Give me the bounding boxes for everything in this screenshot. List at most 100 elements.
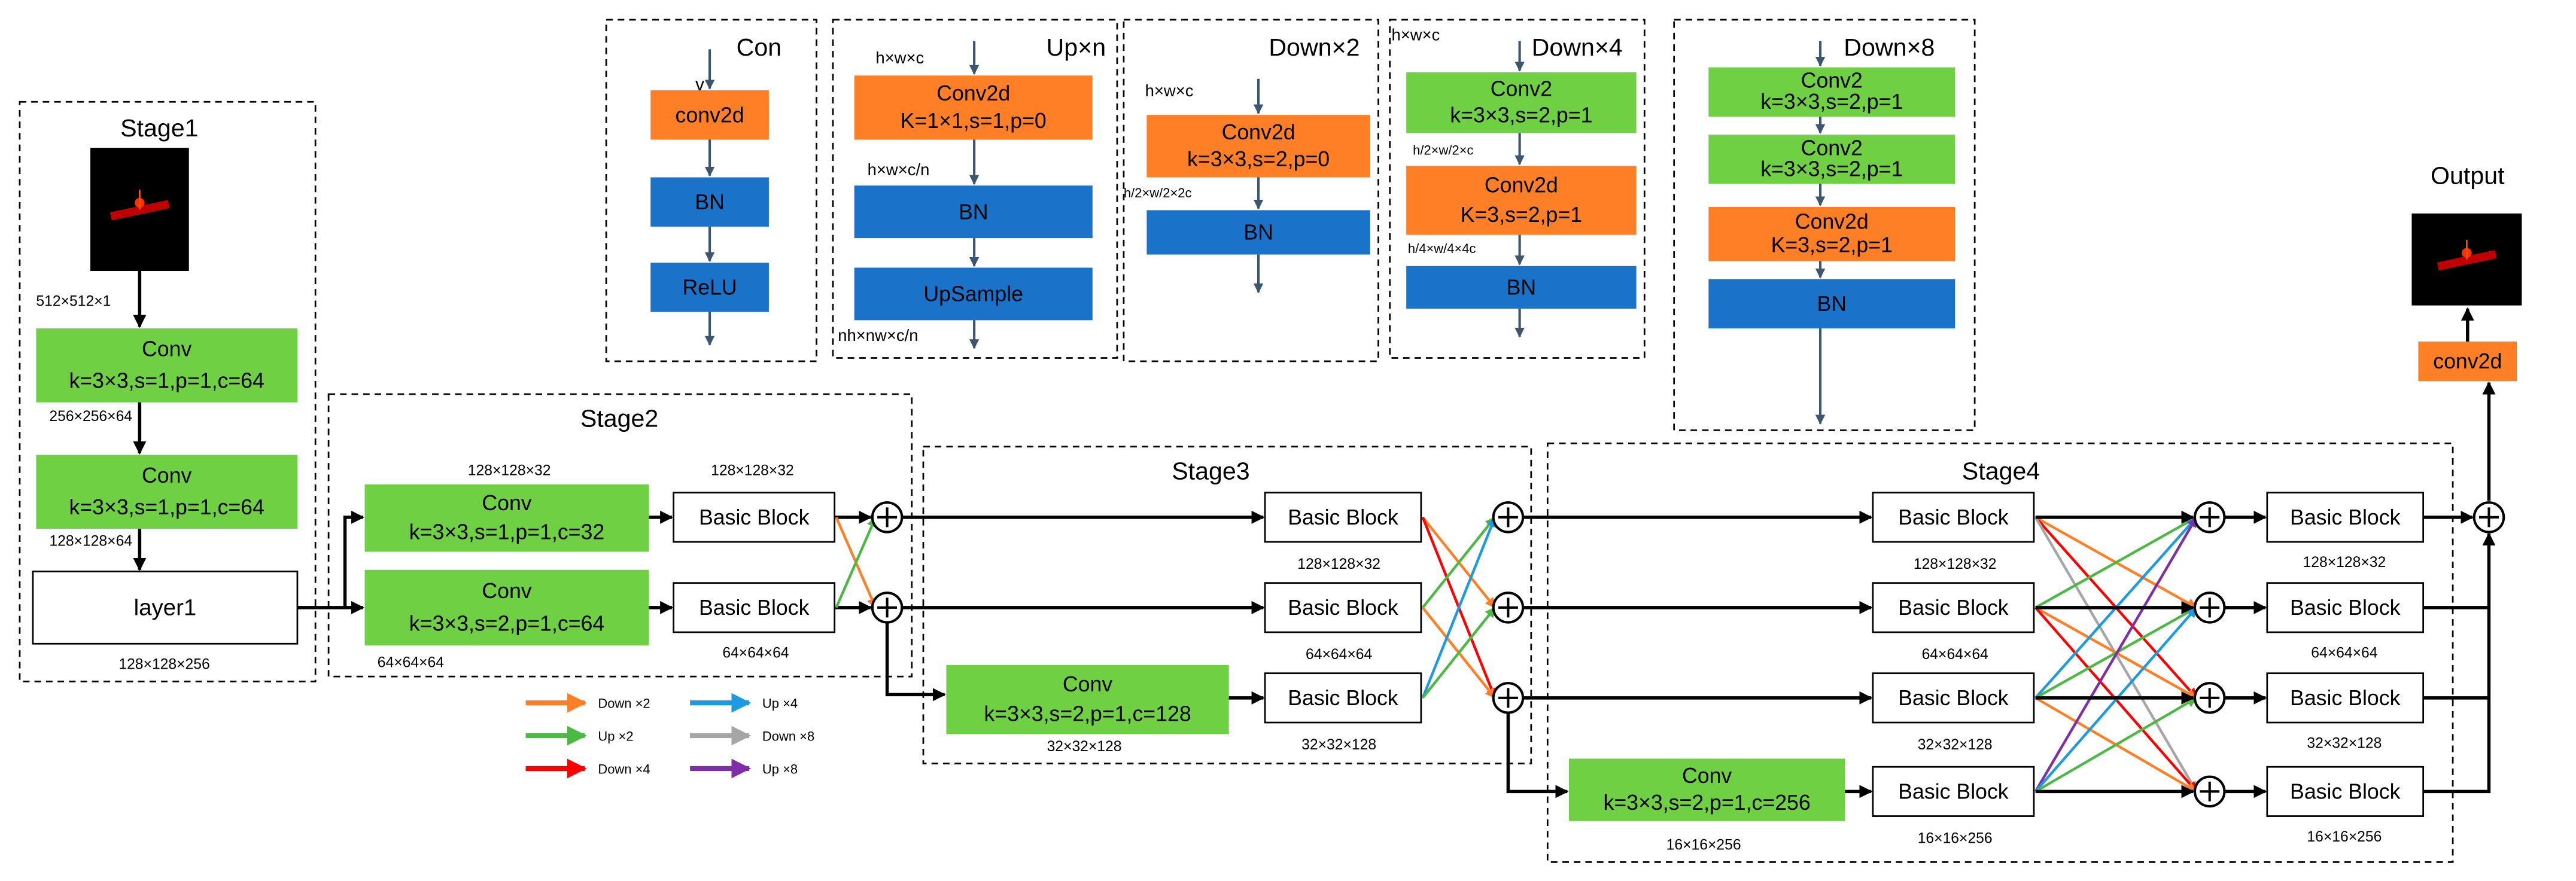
legend-label: Up ×8 xyxy=(762,761,798,776)
stage3-conv-size: 32×32×128 xyxy=(1047,739,1122,755)
stage4-left-size-3: 32×32×128 xyxy=(1918,737,1993,753)
stage2-conv-a-label: Conv xyxy=(482,491,531,515)
stage4-conv-size: 16×16×256 xyxy=(1666,837,1741,853)
down8-conv2-a-shape xyxy=(1708,67,1955,117)
plus-icon xyxy=(2479,507,2499,528)
output-image xyxy=(2411,213,2522,306)
down2-bn-label: BN xyxy=(1243,221,1273,245)
stage3-box xyxy=(922,446,1532,765)
stage3-basic-block-3-label: Basic Block xyxy=(1288,686,1398,710)
legend-label: Down ×4 xyxy=(598,761,650,776)
stage2-basic-block-1: Basic Block xyxy=(673,492,836,543)
stage1-conv2-shape xyxy=(36,455,297,529)
stage4-right-block-4: Basic Block xyxy=(2266,766,2425,817)
down2-mid-size: h/2×w/2×2c xyxy=(1124,185,1192,200)
plus-icon xyxy=(2200,598,2220,618)
upn-conv2d-shape xyxy=(854,75,1093,140)
con-conv2d-label: conv2d xyxy=(676,103,744,127)
legend-label: Down ×2 xyxy=(598,696,650,711)
stage2-block-a-size: 128×128×32 xyxy=(711,463,794,479)
plus-icon xyxy=(2200,781,2220,801)
stage3-basic-block-1: Basic Block xyxy=(1264,492,1422,543)
output-conv2d: conv2d xyxy=(2418,342,2517,381)
upn-mid-size: h×w×c/n xyxy=(868,160,930,179)
stage1-conv2-params: k=3×3,s=1,p=1,c=64 xyxy=(69,495,264,519)
stage4-left-block-2-label: Basic Block xyxy=(1898,596,2009,620)
down4-conv2d-shape xyxy=(1406,166,1637,235)
plus-icon xyxy=(877,598,898,618)
upn-conv2d-label: Conv2d xyxy=(936,81,1010,105)
stage2-sum-2 xyxy=(871,592,904,624)
down4-bn: BN xyxy=(1406,266,1637,309)
stage2-basic-block-2: Basic Block xyxy=(673,582,836,633)
layer1-block: layer1 xyxy=(32,571,299,645)
stage2-basic-block-1-label: Basic Block xyxy=(699,505,810,529)
stage4-sum-1 xyxy=(2193,501,2226,534)
down8-conv2-b-params: k=3×3,s=2,p=1 xyxy=(1760,157,1903,181)
stage4-sum-3 xyxy=(2193,682,2226,714)
legend-item: Up ×8 xyxy=(690,758,798,779)
layer1-block-label: layer1 xyxy=(134,595,197,621)
con-bn-label: BN xyxy=(695,190,725,214)
upn-input-size: h×w×c xyxy=(875,48,924,67)
satellite-panels xyxy=(110,200,170,221)
stage3-title: Stage3 xyxy=(1172,458,1250,485)
stage2-sum-1 xyxy=(871,501,904,534)
legend-label: Up ×4 xyxy=(762,696,798,711)
down4-conv2d-params: K=3,s=2,p=1 xyxy=(1461,203,1582,227)
down8-bn-shape xyxy=(1708,279,1955,329)
stage1-conv2-label: Conv xyxy=(142,464,191,487)
stage1-conv1-label: Conv xyxy=(142,337,191,361)
down2-module-box xyxy=(1123,19,1379,362)
con-conv2d-shape xyxy=(650,90,769,140)
plus-icon xyxy=(877,507,898,528)
stage4-left-block-3-shape xyxy=(1872,672,2035,724)
stage3-basic-block-3-shape xyxy=(1264,672,1422,724)
stage4-left-block-1: Basic Block xyxy=(1872,492,2035,543)
down4-conv2-shape xyxy=(1406,72,1637,133)
stage4-right-size-2: 64×64×64 xyxy=(2311,645,2377,661)
arrow xyxy=(343,510,364,608)
stage1-layer-size: 128×128×256 xyxy=(118,656,209,672)
stage2-basic-block-1-shape xyxy=(673,492,836,543)
down8-conv2-a-label: Conv2 xyxy=(1801,69,1863,93)
con-conv2d: conv2d xyxy=(650,90,769,140)
stage3-basic-block-1-shape xyxy=(1264,492,1422,543)
stage3-fusion-arrow xyxy=(1421,606,1497,699)
stage2-title: Stage2 xyxy=(580,405,659,432)
down8-bn-label: BN xyxy=(1817,292,1847,316)
upn-bn-shape xyxy=(854,185,1093,239)
stage1-input-size: 512×512×1 xyxy=(36,294,111,310)
stage2-conv-b-shape xyxy=(364,569,649,646)
con-bn-shape xyxy=(650,177,769,227)
plus-icon xyxy=(2200,507,2220,528)
stage3-sum-3 xyxy=(1492,682,1525,714)
down2-bn-shape xyxy=(1146,210,1370,255)
stage1-size1: 256×256×64 xyxy=(49,409,132,425)
stage3-block-size-3: 32×32×128 xyxy=(1301,737,1376,753)
upn-upsample-label: UpSample xyxy=(923,282,1023,306)
plus-icon xyxy=(1498,598,1518,618)
upn-upsample: UpSample xyxy=(854,267,1093,321)
plus-icon xyxy=(2200,688,2220,708)
down4-conv2-label: Conv2 xyxy=(1491,77,1552,101)
down4-mid1-size: h/2×w/2×c xyxy=(1413,142,1473,157)
legend-label: Up ×2 xyxy=(598,729,633,744)
output-conv2d-shape xyxy=(2418,342,2517,381)
stage4-left-block-2: Basic Block xyxy=(1872,582,2035,633)
stage2-conv-a-shape xyxy=(364,484,649,552)
stage4-right-size-4: 16×16×256 xyxy=(2307,829,2382,845)
stage4-right-block-1: Basic Block xyxy=(2266,492,2425,543)
down8-conv2d-params: K=3,s=2,p=1 xyxy=(1771,233,1893,257)
output-conv2d-label: conv2d xyxy=(2433,349,2502,373)
down8-conv2d-shape xyxy=(1708,206,1955,261)
stage4-sum-2 xyxy=(2193,592,2226,624)
